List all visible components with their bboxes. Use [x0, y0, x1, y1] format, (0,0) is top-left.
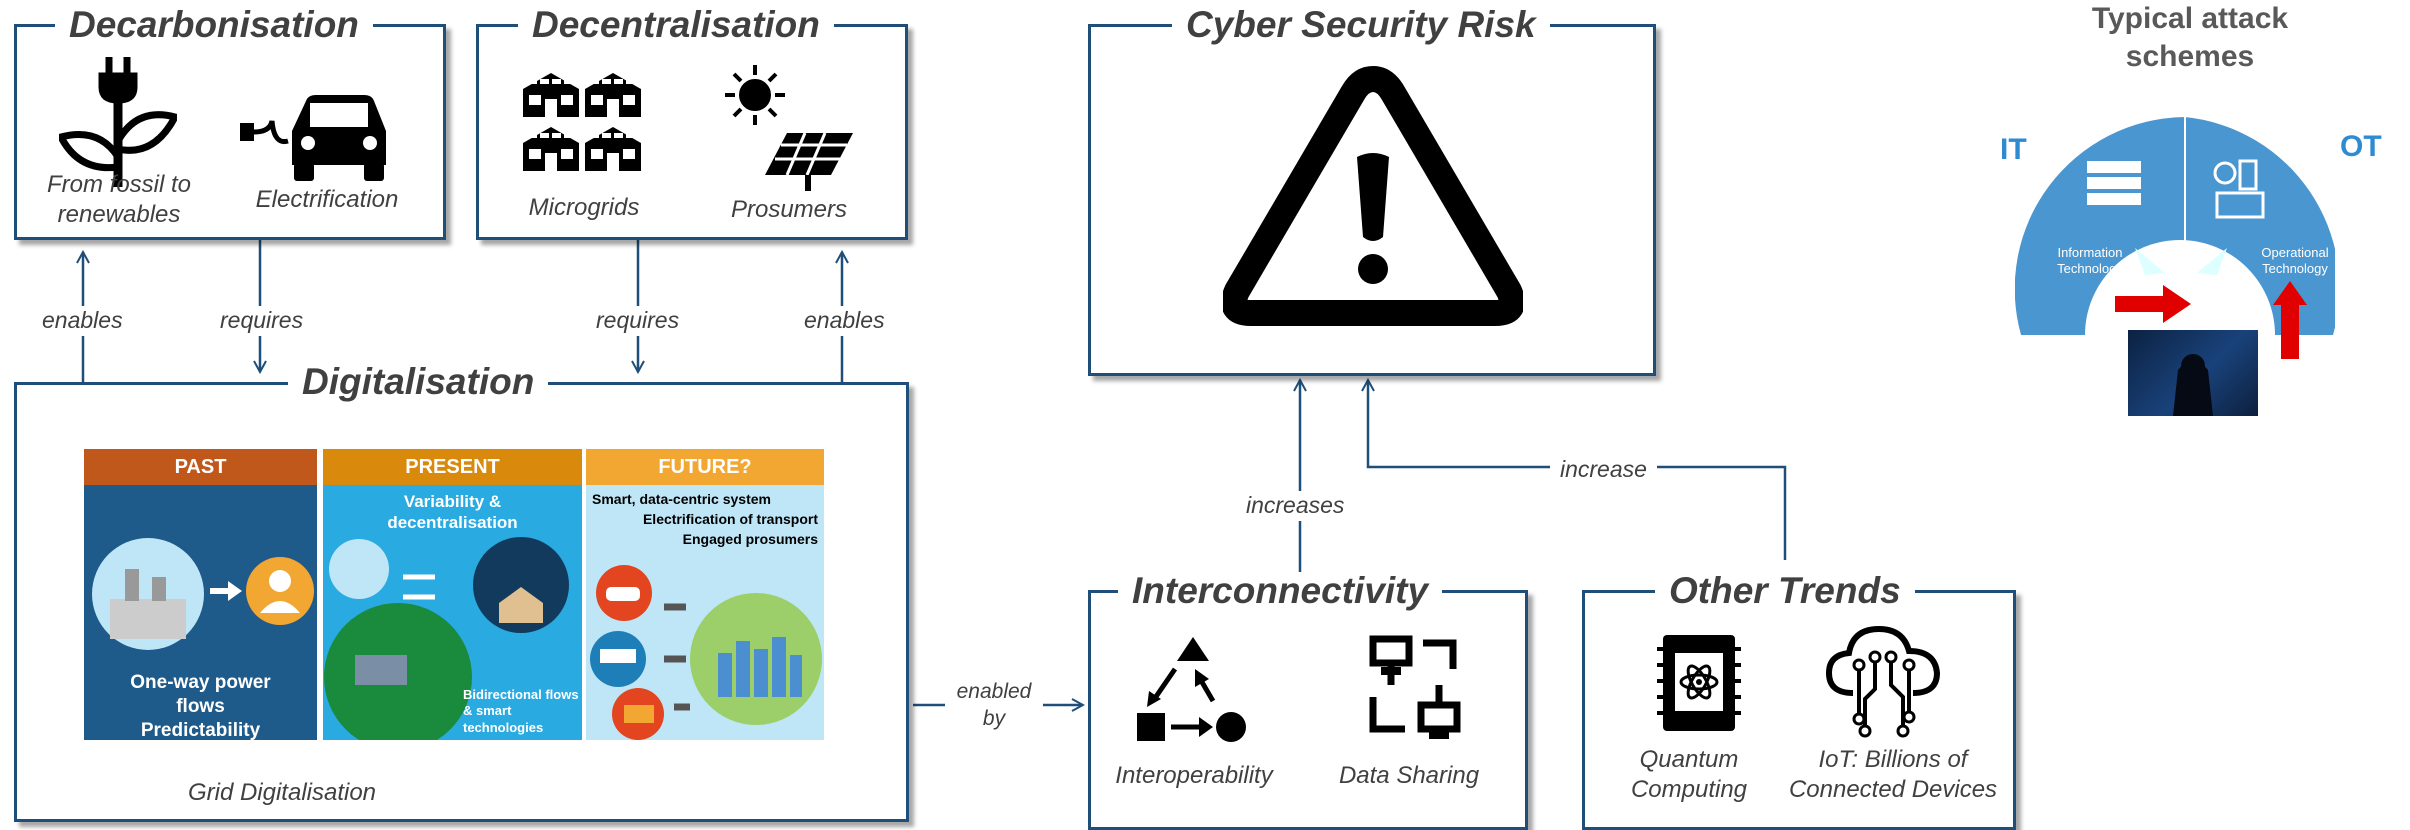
- past-text: One-way power flows Predictability: [130, 672, 271, 741]
- edge-label-enables-right: enables: [800, 306, 889, 336]
- present-panel: PRESENT Variability & decentralisation B…: [323, 449, 582, 740]
- edge-label-increase: increase: [1550, 455, 1657, 485]
- decarbonisation-item-fossil: From fossil to renewables: [46, 171, 192, 228]
- decentralisation-item-prosumers: Prosumers: [730, 196, 848, 223]
- it-label: IT: [2000, 133, 2027, 166]
- iot-cloud-icon: [1825, 625, 1941, 738]
- interoperability-icon: [1137, 637, 1246, 742]
- solar-prosumer-icon: [725, 65, 853, 191]
- data-sharing-label: Data Sharing: [1338, 762, 1480, 789]
- data-sharing-icon: [1369, 635, 1461, 739]
- ot-label: OT: [2340, 130, 2382, 163]
- interconnectivity-box: Interoperability Data Sharing: [1088, 590, 1528, 830]
- present-bottom-text: Bidirectional flows & smart technologies: [463, 687, 579, 735]
- past-header: PAST: [84, 449, 317, 485]
- future-line-2: Electrification of transport: [642, 511, 818, 527]
- decarbonisation-title: Decarbonisation: [55, 6, 373, 43]
- cyber-security-title: Cyber Security Risk: [1172, 6, 1550, 43]
- it-caption: Information Technology: [2057, 245, 2123, 276]
- electric-car-icon: [240, 95, 386, 181]
- future-line-1: Smart, data-centric system: [592, 491, 771, 507]
- ot-caption: Operational Technology: [2261, 245, 2329, 276]
- plug-plant-icon: [59, 57, 177, 187]
- decentralisation-box: Microgrids Prosumers: [476, 24, 908, 240]
- microgrid-houses-icon: [523, 73, 641, 171]
- future-header: FUTURE?: [586, 449, 824, 485]
- quantum-chip-icon: [1657, 635, 1741, 731]
- future-line-3: Engaged prosumers: [682, 531, 818, 547]
- warning-icon: [1223, 66, 1523, 326]
- other-trends-box: Quantum Computing IoT: Billions of Conne…: [1582, 590, 2016, 830]
- edge-label-increases: increases: [1242, 491, 1349, 521]
- decentralisation-title: Decentralisation: [518, 6, 834, 43]
- quantum-computing-label: Quantum Computing: [1630, 746, 1748, 803]
- present-header: PRESENT: [323, 449, 582, 485]
- decarbonisation-box: From fossil to renewables Electrificatio…: [14, 24, 446, 240]
- edge-label-enabled-by: enabled by: [945, 678, 1043, 733]
- smart-city-icon: [590, 565, 822, 740]
- decarbonisation-item-electrification: Electrification: [255, 186, 399, 213]
- cyber-security-box: [1088, 24, 1656, 376]
- present-top-text: Variability & decentralisation: [387, 492, 518, 533]
- grid-digitalisation-caption: Grid Digitalisation: [187, 779, 377, 806]
- bidirectional-grid-icon: [324, 537, 569, 740]
- server-rack-icon: [2087, 161, 2141, 205]
- iot-label: IoT: Billions of Connected Devices: [1788, 746, 1998, 803]
- ot-sensor-icon: [2213, 159, 2265, 219]
- hacker-image: [2128, 330, 2258, 416]
- past-panel: PAST One-way power flows Predictability: [84, 449, 317, 741]
- digitalisation-title: Digitalisation: [288, 363, 549, 400]
- edge-label-requires-right: requires: [592, 306, 684, 336]
- interoperability-label: Interoperability: [1115, 762, 1273, 789]
- future-panel: FUTURE? Smart, data-centric system Elect…: [586, 449, 824, 740]
- interconnectivity-title: Interconnectivity: [1118, 572, 1443, 609]
- it-ot-diagram: [2015, 117, 2335, 359]
- other-trends-title: Other Trends: [1655, 572, 1915, 609]
- edge-label-requires-left: requires: [216, 306, 308, 336]
- attack-title: Typical attack schemes: [2091, 2, 2289, 73]
- decentralisation-item-microgrids: Microgrids: [528, 194, 640, 221]
- edge-label-enables-left: enables: [38, 306, 127, 336]
- power-plant-icon: [92, 538, 314, 650]
- digitalisation-box: PAST One-way power flows Predictability …: [14, 382, 909, 822]
